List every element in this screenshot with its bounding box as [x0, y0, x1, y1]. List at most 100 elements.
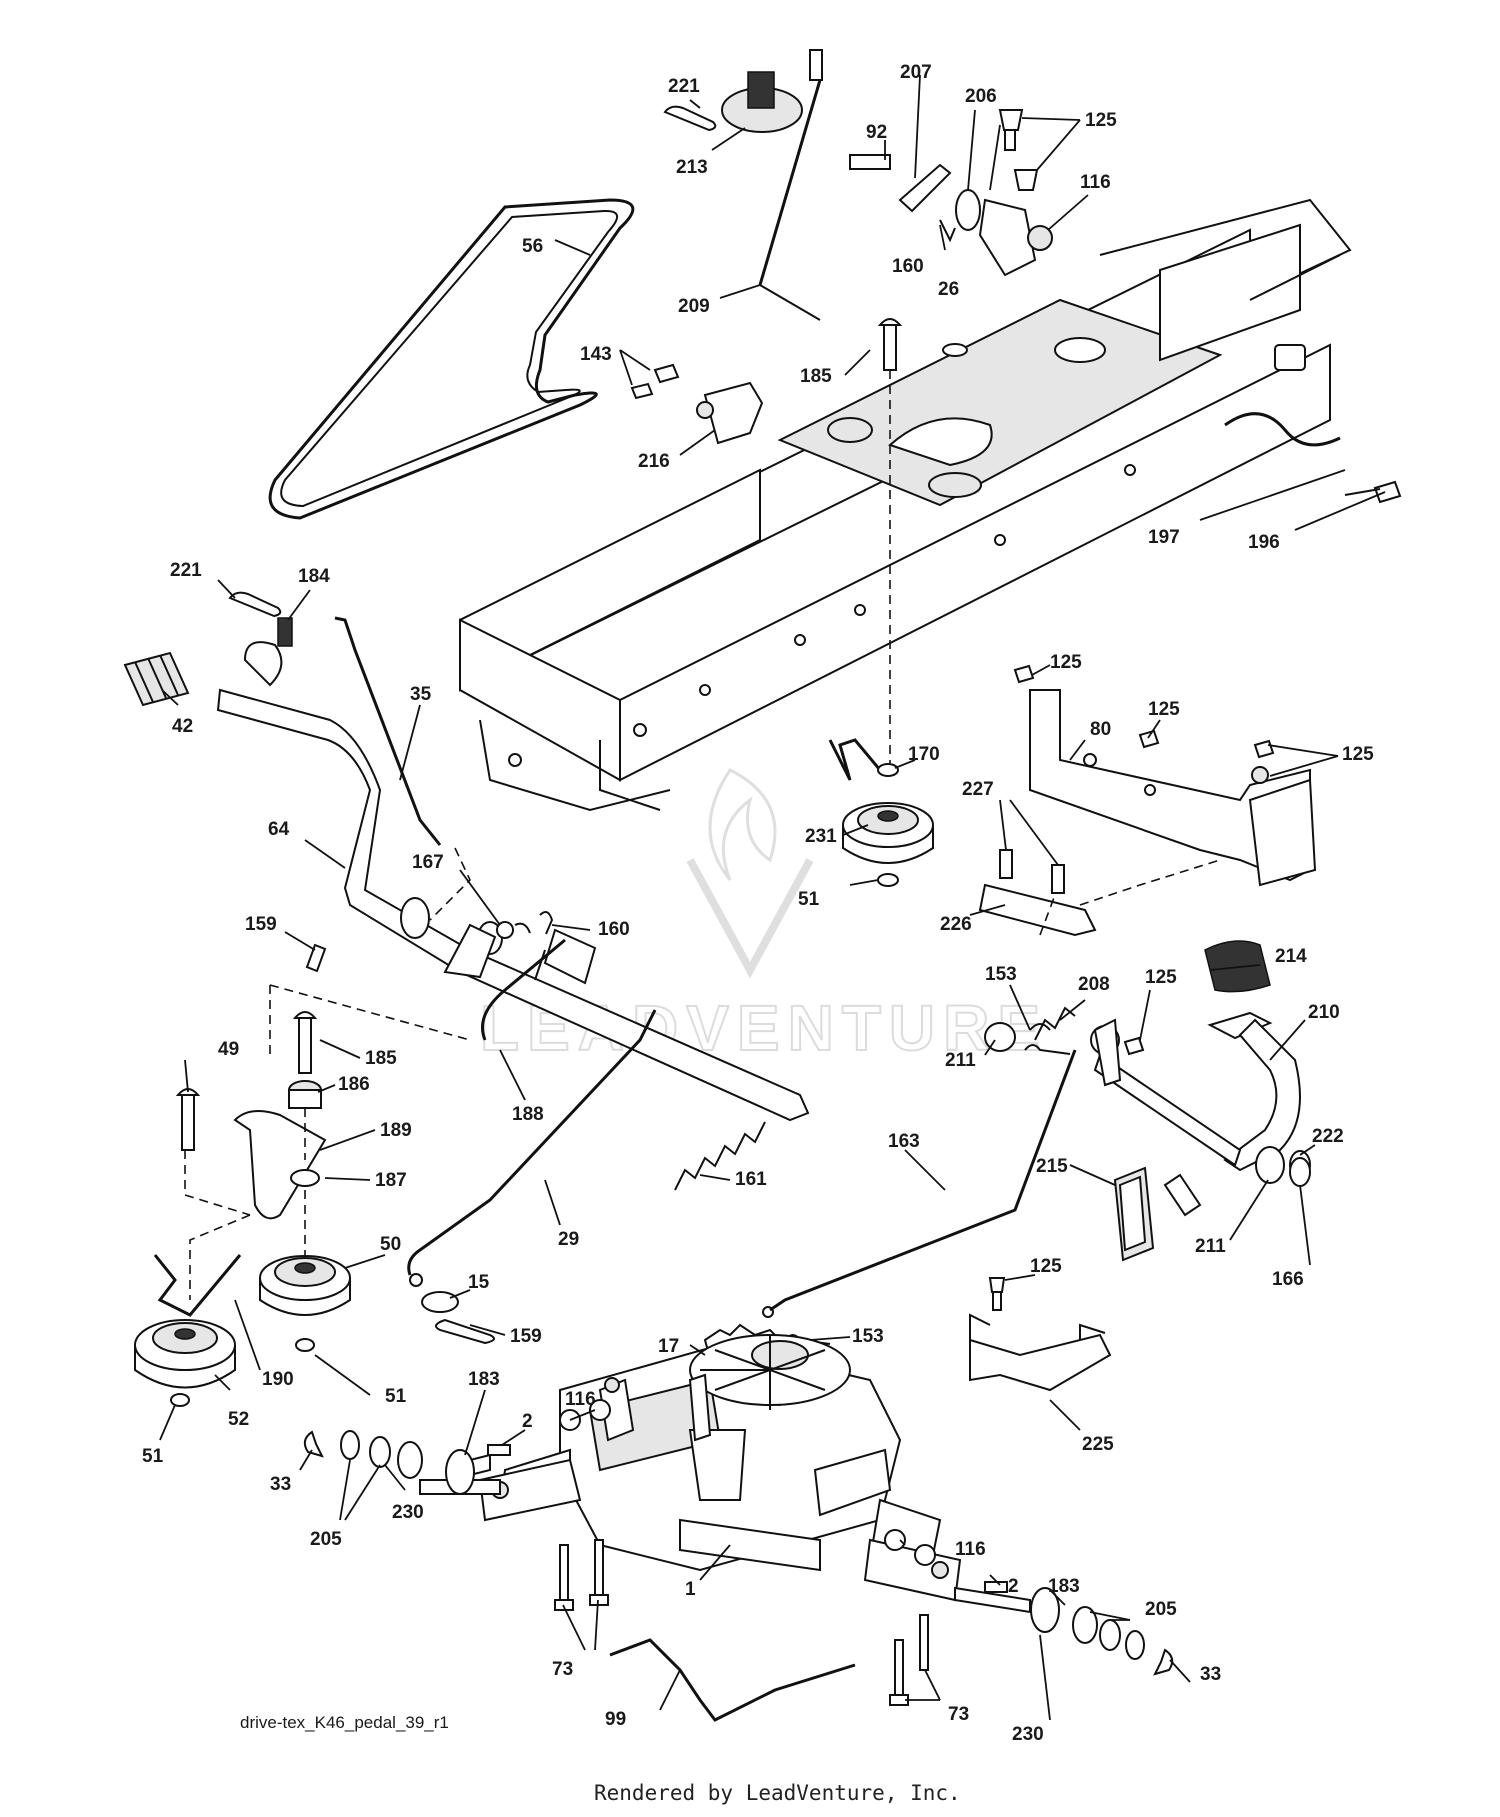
washer-15: [421, 1291, 495, 1345]
footer-credit: Rendered by LeadVenture, Inc.: [594, 1781, 961, 1805]
pulley-52: [134, 1254, 242, 1407]
frame-chassis: [459, 198, 1352, 812]
callout-92: 92: [866, 122, 887, 143]
pulley-231: [828, 738, 934, 887]
callout-99: 99: [605, 1709, 626, 1730]
callout-52: 52: [228, 1409, 249, 1430]
callout-205b: 205: [1145, 1599, 1177, 1620]
callout-211: 211: [945, 1050, 976, 1071]
callout-159b: 159: [510, 1326, 542, 1347]
callout-153b: 153: [852, 1326, 884, 1347]
callout-170: 170: [908, 744, 940, 765]
callout-216: 216: [638, 451, 670, 472]
callout-186: 186: [338, 1074, 370, 1095]
callout-125: 125: [1085, 110, 1117, 131]
lift-lever-parts: [123, 591, 471, 921]
callout-159: 159: [245, 914, 277, 935]
idler-bracket-189: [175, 1011, 327, 1300]
callout-51b: 51: [142, 1446, 164, 1467]
callout-221b: 221: [170, 560, 202, 581]
callout-26: 26: [938, 279, 959, 300]
callout-56: 56: [522, 236, 543, 257]
callout-189: 189: [380, 1120, 412, 1141]
callout-125d: 125: [1342, 744, 1374, 765]
callout-35: 35: [410, 684, 432, 705]
callout-230b: 230: [1012, 1724, 1044, 1745]
callout-210: 210: [1308, 1002, 1340, 1023]
callout-207: 207: [900, 62, 932, 83]
callout-197: 197: [1148, 527, 1180, 548]
callout-125b: 125: [1050, 652, 1082, 673]
center-bolt-185: [877, 318, 903, 770]
bracket-226: [978, 849, 1221, 937]
left-axle-stack: [303, 1399, 611, 1611]
lift-shaft-64: [216, 688, 810, 1122]
callout-153: 153: [985, 964, 1017, 985]
callout-215: 215: [1036, 1156, 1068, 1177]
callout-222: 222: [1312, 1126, 1344, 1147]
callout-15: 15: [468, 1272, 490, 1293]
callout-51c: 51: [798, 889, 820, 910]
callout-214: 214: [1275, 946, 1307, 967]
knob-213: [663, 71, 803, 133]
callout-190: 190: [262, 1369, 294, 1390]
callout-116b: 116: [565, 1389, 596, 1410]
rod-99: [609, 1638, 856, 1722]
callout-185b: 185: [365, 1048, 397, 1069]
callout-42: 42: [172, 716, 193, 737]
callout-167: 167: [412, 852, 444, 873]
callout-116c: 116: [955, 1539, 986, 1560]
callout-49: 49: [218, 1039, 239, 1060]
leader-lines: [159, 74, 1386, 1721]
callout-225: 225: [1082, 1434, 1114, 1455]
right-axle-stack: [884, 1529, 1174, 1706]
callout-160b: 160: [598, 919, 630, 940]
diagram-caption: drive-tex_K46_pedal_39_r1: [240, 1713, 449, 1732]
callout-161: 161: [735, 1169, 767, 1190]
spring-161: [674, 1121, 766, 1191]
callout-227: 227: [962, 779, 994, 800]
pulley-50: [259, 1255, 351, 1352]
callout-50: 50: [380, 1234, 401, 1255]
pins-left: [305, 910, 554, 973]
callout-73b: 73: [948, 1704, 969, 1725]
callout-17: 17: [658, 1336, 679, 1357]
bracket-225: [969, 1277, 1112, 1392]
drive-belt: [268, 198, 635, 520]
transaxle-1: [478, 1323, 962, 1602]
callout-230: 230: [392, 1502, 424, 1523]
callout-208: 208: [1078, 974, 1110, 995]
callout-2b: 2: [1008, 1576, 1019, 1597]
bracket-216: [630, 363, 764, 445]
callout-221: 221: [668, 76, 700, 97]
callout-183: 183: [468, 1369, 500, 1390]
callout-125c: 125: [1148, 699, 1180, 720]
callout-125f: 125: [1030, 1256, 1062, 1277]
bracket-80: [1013, 664, 1317, 887]
callout-166: 166: [1272, 1269, 1304, 1290]
callout-209: 209: [678, 296, 710, 317]
pedal-210: [984, 940, 1311, 1217]
callout-160: 160: [892, 256, 924, 277]
callout-143: 143: [580, 344, 612, 365]
callout-188: 188: [512, 1104, 544, 1125]
callout-80: 80: [1090, 719, 1111, 740]
callout-206: 206: [965, 86, 997, 107]
callout-125e: 125: [1145, 967, 1177, 988]
callout-163: 163: [888, 1131, 920, 1152]
callout-2: 2: [522, 1411, 533, 1432]
callout-226: 226: [940, 914, 972, 935]
rods-188-29: [407, 938, 657, 1287]
callout-116: 116: [1080, 172, 1111, 193]
callout-213: 213: [676, 157, 708, 178]
callout-labels: 221 213 56 209 92 207 160 26 206 125 116…: [142, 62, 1374, 1745]
callout-205: 205: [310, 1529, 342, 1550]
callout-183b: 183: [1048, 1576, 1080, 1597]
cover-215: [1113, 1166, 1155, 1262]
callout-64: 64: [268, 819, 290, 840]
callout-184: 184: [298, 566, 330, 587]
callout-211b: 211: [1195, 1236, 1226, 1257]
callout-33: 33: [270, 1474, 291, 1495]
callout-29: 29: [558, 1229, 579, 1250]
